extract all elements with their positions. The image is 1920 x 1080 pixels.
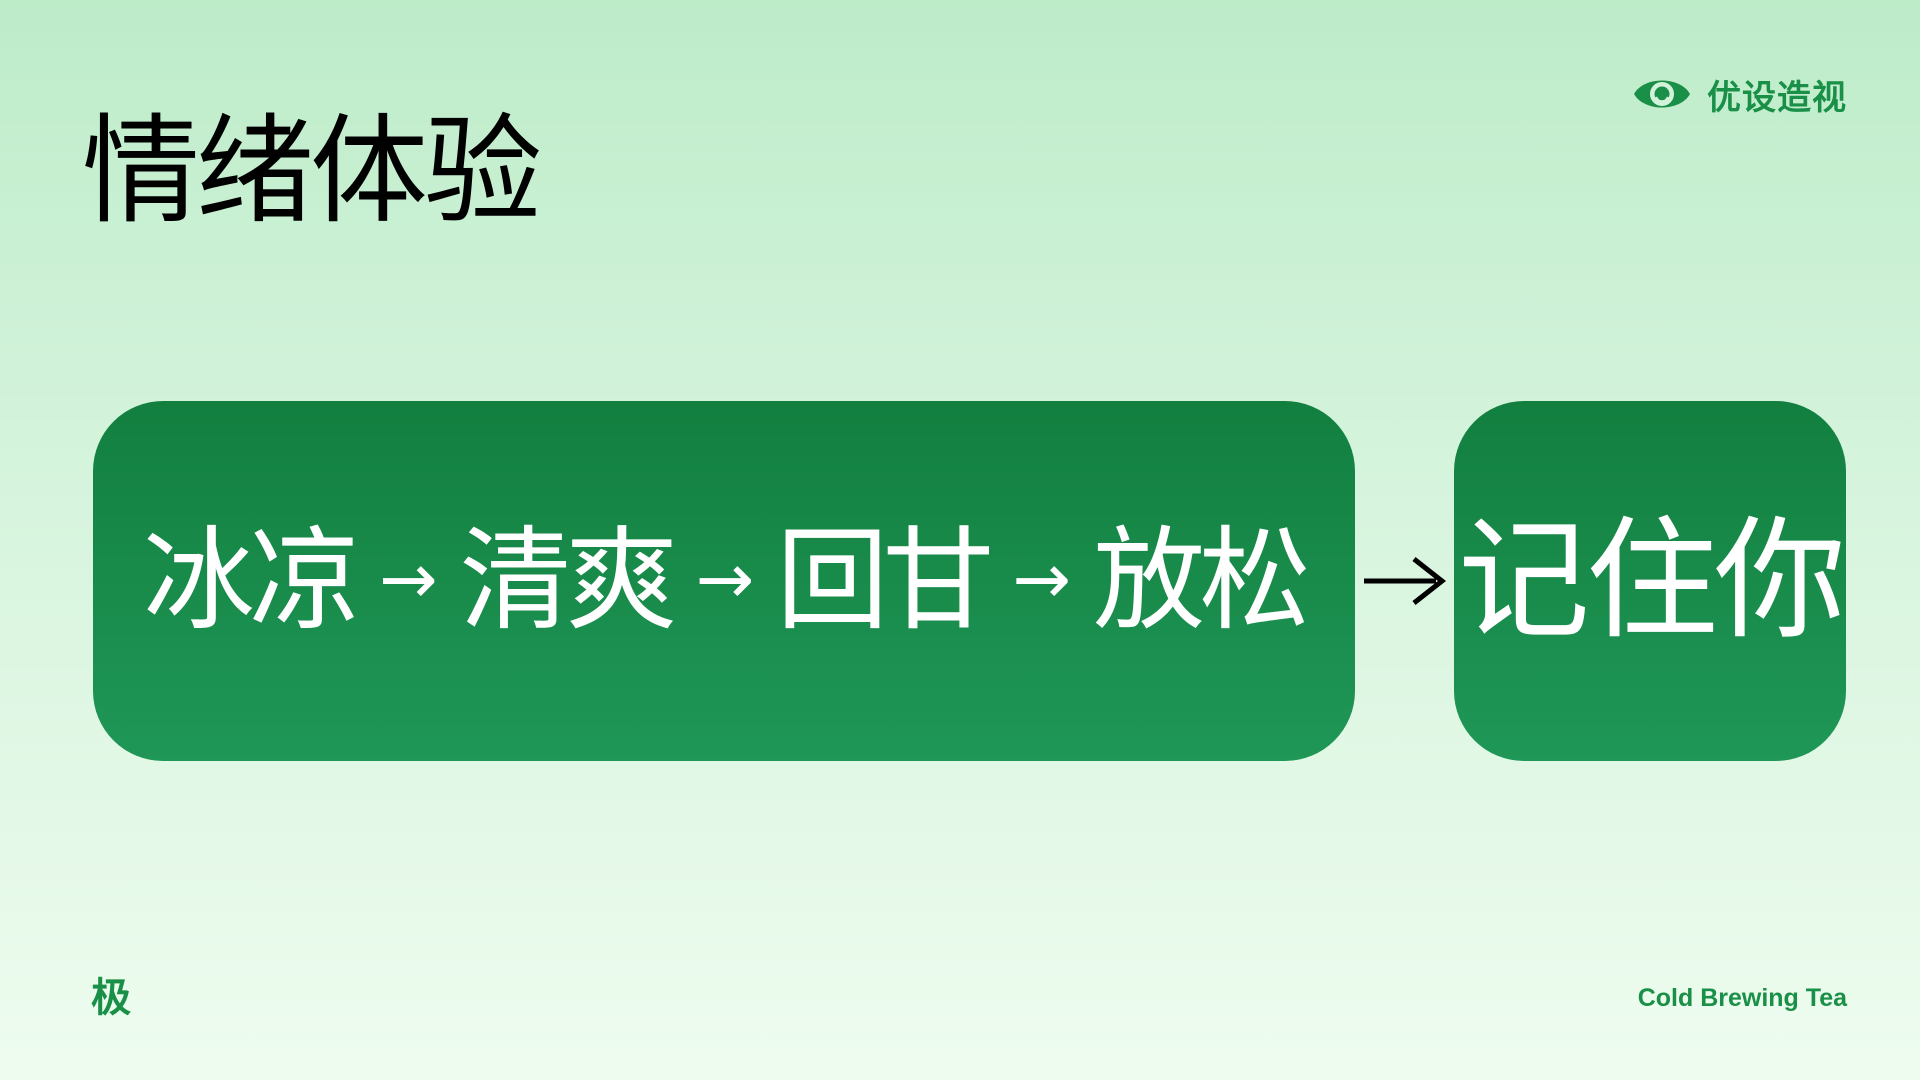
result-label: 记住你 [1458,504,1846,658]
step-arrow: → [695,538,755,620]
emotion-flow-card: 冰凉 → 清爽 → 回甘 → 放松 [93,401,1355,761]
step-label-cool: 冰凉 [143,516,361,646]
step-label-relax: 放松 [1092,516,1311,646]
brand-name: 优设造视 [1707,77,1847,118]
step-arrow: → [379,538,438,620]
right-arrow-icon [1364,557,1447,605]
step-label-aftertaste: 回甘 [776,516,994,646]
footer-mark: 极 [91,975,131,1021]
step-arrow: → [1012,538,1071,620]
result-card: 记住你 [1454,401,1846,761]
step-label-refresh: 清爽 [459,516,678,646]
eye-icon [1634,80,1690,108]
brand-logo: 优设造视 [1631,70,1847,118]
slide-title: 情绪体验 [82,102,542,240]
footer-caption: Cold Brewing Tea [1637,984,1847,1012]
